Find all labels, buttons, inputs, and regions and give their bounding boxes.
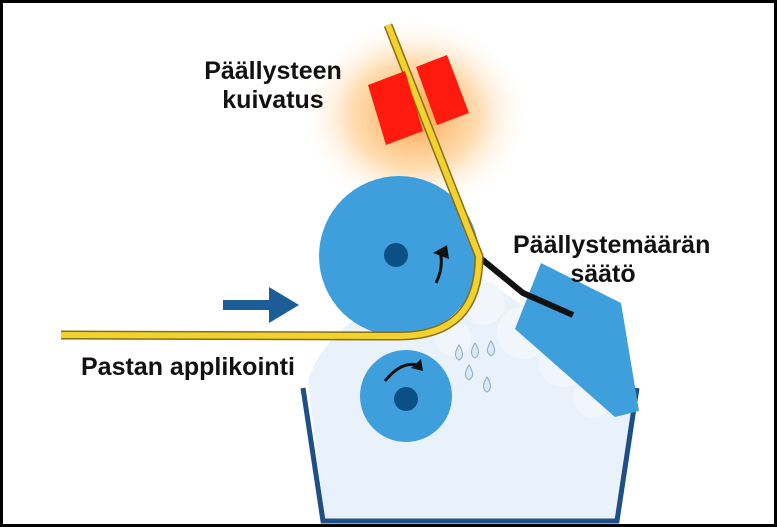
- coating-amount-control-label: Päällystemäärän säätö: [513, 231, 711, 289]
- heater-block-left: [368, 71, 423, 145]
- doctor-blade: [477, 254, 575, 318]
- trough-outline: [300, 387, 640, 524]
- heater-block-right: [416, 55, 469, 125]
- curved-arrow-icon-head: [433, 245, 449, 259]
- drying-label-line-1: Päällysteen: [204, 57, 342, 85]
- applicator-roller-hub: [394, 387, 418, 411]
- arrow-right-icon: [223, 287, 299, 323]
- backing-roller-hub: [384, 243, 408, 267]
- coating-amount-control-label-line-1: Päällystemäärän: [513, 231, 711, 259]
- drop-icon: [455, 340, 495, 393]
- coating-amount-control-label-line-2: säätö: [570, 260, 636, 288]
- drying-label-line-2: kuivatus: [222, 86, 324, 114]
- coating-process-diagram: [60, 17, 640, 524]
- paper-web: [60, 23, 482, 339]
- curved-arrow-icon: [383, 362, 418, 382]
- drying-label: Päällysteen kuivatus: [183, 57, 363, 115]
- curved-arrow-icon-head: [411, 359, 423, 371]
- paste-application-label: Pastan applikointi: [81, 353, 295, 381]
